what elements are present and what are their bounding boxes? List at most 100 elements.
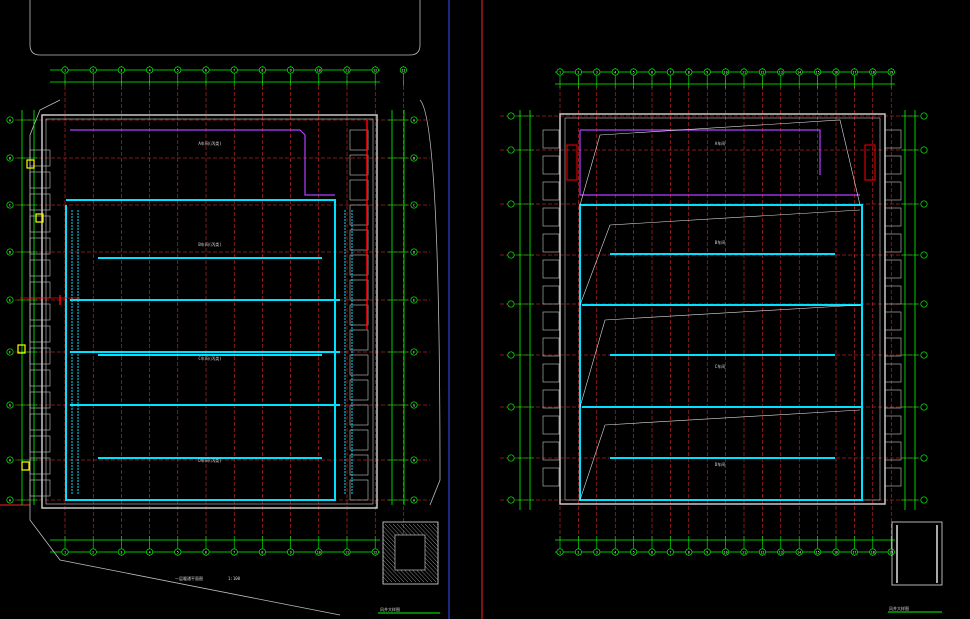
axis-bubble-bottom-label: 2 — [92, 551, 94, 555]
duct-run — [65, 199, 336, 501]
service-room — [542, 207, 560, 227]
axis-bubble-top — [666, 68, 674, 76]
service-room — [542, 441, 560, 461]
hatch-line — [383, 542, 421, 583]
axis-bubble-left — [507, 112, 515, 120]
axis-bubble-top — [777, 68, 785, 76]
axis-bubble-top — [61, 66, 69, 74]
axis-bubble-bottom — [832, 548, 840, 556]
axis-bubble-top-label: 11 — [345, 69, 349, 73]
axis-bubble-top-label: 5 — [177, 69, 179, 73]
service-room — [349, 304, 369, 326]
room-label: A车间 — [715, 140, 725, 146]
hatch-line — [383, 563, 401, 583]
left-detail-box: 风井大样图 — [378, 521, 440, 614]
axis-bubble-top — [89, 66, 97, 74]
axis-bubble-right — [410, 201, 418, 209]
service-room — [349, 479, 369, 501]
axis-bubble-left — [6, 154, 14, 162]
axis-bubble-bottom — [89, 548, 97, 556]
axis-bubble-left — [507, 146, 515, 154]
axis-bubble-top-label: 15 — [816, 71, 820, 75]
right-detail-title: 风井大样图 — [889, 605, 909, 611]
axis-bubble-bottom-label: 8 — [688, 551, 690, 555]
axis-bubble-bottom — [869, 548, 877, 556]
service-room — [349, 454, 369, 476]
axis-bubble-bottom-label: 13 — [779, 551, 783, 555]
axis-bubble-bottom — [758, 548, 766, 556]
axis-bubble-left — [6, 201, 14, 209]
axis-bubble-right-label: A — [413, 499, 415, 503]
axis-bubble-left-label: A — [9, 119, 11, 123]
service-room — [884, 337, 902, 357]
left-note-line-2: 1:100 — [228, 576, 241, 581]
axis-bubble-right-label: B — [413, 157, 415, 161]
axis-bubble-bottom-label: 2 — [577, 551, 579, 555]
axis-bubble-right — [920, 112, 928, 120]
room-label: C车间(丙类) — [198, 355, 221, 361]
axis-bubble-bottom — [343, 548, 351, 556]
axis-bubble-right — [920, 403, 928, 411]
axis-bubble-top-label: 6 — [651, 71, 653, 75]
axis-bubble-bottom — [630, 548, 638, 556]
service-room — [884, 259, 902, 279]
room-label: D车间(丙类) — [198, 457, 221, 463]
service-room — [542, 181, 560, 201]
hatch-line — [404, 523, 438, 560]
axis-bubble-bottom-label: 10 — [317, 551, 321, 555]
service-room — [29, 391, 51, 409]
axis-bubble-bottom — [174, 548, 182, 556]
axis-bubble-top — [722, 68, 730, 76]
axis-bubble-bottom-label: 11 — [742, 551, 746, 555]
axis-bubble-top-label: 2 — [577, 71, 579, 75]
axis-bubble-right — [920, 200, 928, 208]
axis-bubble-top-label: 12 — [373, 69, 377, 73]
axis-bubble-right — [920, 351, 928, 359]
axis-bubble-left — [507, 300, 515, 308]
service-room — [349, 179, 369, 201]
axis-bubble-right-label: E — [413, 299, 415, 303]
service-room — [884, 415, 902, 435]
axis-bubble-left-label: H — [9, 459, 11, 463]
axis-bubble-bottom — [850, 548, 858, 556]
axis-bubble-right-label: D — [413, 251, 415, 255]
sketch-line — [579, 409, 861, 501]
axis-bubble-right — [410, 116, 418, 124]
service-room — [29, 457, 51, 475]
axis-bubble-top — [117, 66, 125, 74]
axis-bubble-top — [258, 66, 266, 74]
axis-bubble-right — [920, 300, 928, 308]
axis-bubble-bottom — [777, 548, 785, 556]
axis-bubble-bottom-label: 1 — [559, 551, 561, 555]
axis-bubble-bottom-label: 6 — [205, 551, 207, 555]
axis-bubble-right — [920, 251, 928, 259]
axis-bubble-bottom-label: 10 — [724, 551, 728, 555]
axis-bubble-top-label: 13 — [779, 71, 783, 75]
service-room — [29, 149, 51, 167]
axis-bubble-bottom-label: 7 — [233, 551, 235, 555]
axis-bubble-left-label: A — [9, 499, 11, 503]
hatch-line — [412, 523, 438, 551]
axis-bubble-bottom-label: 5 — [633, 551, 635, 555]
axis-bubble-left-label: E — [9, 299, 11, 303]
hatch-line — [424, 523, 438, 538]
sketch-line — [579, 119, 861, 206]
axis-bubble-top — [740, 68, 748, 76]
axis-bubble-top-label: 11 — [742, 71, 746, 75]
axis-bubble-left — [6, 296, 14, 304]
service-room — [542, 363, 560, 383]
service-room — [884, 389, 902, 409]
axis-bubble-bottom — [574, 548, 582, 556]
axis-bubble-bottom — [61, 548, 69, 556]
service-room — [542, 415, 560, 435]
axis-bubble-top-label: 7 — [669, 71, 671, 75]
axis-bubble-top — [371, 66, 379, 74]
sketch-line — [579, 304, 861, 408]
axis-bubble-bottom-label: 18 — [871, 551, 875, 555]
axis-bubble-top — [630, 68, 638, 76]
service-room — [349, 204, 369, 226]
service-room — [884, 285, 902, 305]
room-label: D车间 — [715, 461, 725, 467]
axis-bubble-top — [611, 68, 619, 76]
